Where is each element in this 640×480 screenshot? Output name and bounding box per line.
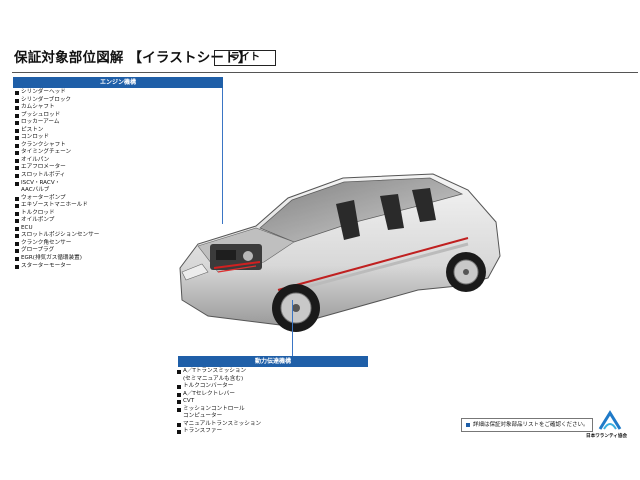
front-wheel bbox=[272, 284, 320, 332]
engine-section-heading: エンジン機構 bbox=[13, 77, 223, 88]
list-item: エキゾーストマニホールド bbox=[15, 202, 99, 210]
list-item: コンピューター bbox=[183, 413, 223, 420]
list-item: ウォーターポンプ bbox=[15, 195, 99, 203]
list-item: シリンダーブロック bbox=[15, 97, 99, 105]
rear-wheel bbox=[446, 252, 486, 292]
note-text: 詳細は保証対象部品リストをご確認ください。 bbox=[473, 422, 589, 428]
list-item: スターターモーター bbox=[15, 263, 99, 271]
engine-parts-list: シリンダーヘッドシリンダーブロックカムシャフトプッシュロッドロッカーアームピスト… bbox=[15, 89, 99, 270]
list-item: クランク角センサー bbox=[15, 240, 99, 248]
list-item: A／Tトランスミッション bbox=[177, 368, 261, 376]
car-illustration bbox=[179, 173, 501, 332]
list-item: ピストン bbox=[15, 127, 99, 135]
list-item: スロットルポジションセンサー bbox=[15, 232, 99, 240]
list-item: コンロッド bbox=[15, 134, 99, 142]
interior-seats bbox=[336, 188, 436, 240]
list-item: クランクシャフト bbox=[15, 142, 99, 150]
list-item: スロットルボディ bbox=[15, 172, 99, 180]
note-square-icon bbox=[466, 422, 470, 427]
list-item: ECU bbox=[15, 225, 99, 233]
power-section-heading: 動力伝達機構 bbox=[178, 356, 368, 367]
engine-bay bbox=[210, 244, 262, 273]
grade-label: ライト bbox=[214, 50, 276, 66]
list-item: ロッカーアーム bbox=[15, 119, 99, 127]
list-item: オイルパン bbox=[15, 157, 99, 165]
list-item: オイルポンプ bbox=[15, 217, 99, 225]
list-item: タイミングチェーン bbox=[15, 149, 99, 157]
power-callout-line bbox=[292, 300, 293, 356]
engine-callout-line bbox=[222, 88, 223, 224]
headlight bbox=[181, 263, 209, 281]
list-item: トルクコンバーター bbox=[177, 383, 261, 391]
list-item: A／Tセレクトレバー bbox=[177, 391, 261, 399]
note-box: 詳細は保証対象部品リストをご確認ください。 bbox=[461, 418, 593, 432]
list-item: ミッションコントロール bbox=[177, 406, 261, 414]
list-item: プッシュロッド bbox=[15, 112, 99, 120]
list-item: ISCV・RACV・ bbox=[15, 180, 99, 188]
list-item: マニュアルトランスミッション bbox=[177, 421, 261, 429]
header-rule bbox=[12, 72, 638, 73]
list-item: グロープラグ bbox=[15, 247, 99, 255]
list-item: AACバルブ bbox=[21, 187, 50, 194]
logo-label: 日本ワランティ協会 bbox=[586, 434, 628, 439]
list-item: EGR(排気ガス循環装置) bbox=[15, 255, 99, 263]
list-item: トランスファー bbox=[177, 428, 261, 436]
list-item: エアフロメーター bbox=[15, 164, 99, 172]
list-item: トルクロッド bbox=[15, 210, 99, 218]
list-item: CVT bbox=[177, 398, 261, 406]
page-title: 保証対象部位図解 【イラストシート】 bbox=[14, 50, 252, 66]
association-logo-icon bbox=[598, 410, 622, 430]
list-item: シリンダーヘッド bbox=[15, 89, 99, 97]
list-item: カムシャフト bbox=[15, 104, 99, 112]
list-item: (セミマニュアルも含む) bbox=[183, 375, 244, 382]
